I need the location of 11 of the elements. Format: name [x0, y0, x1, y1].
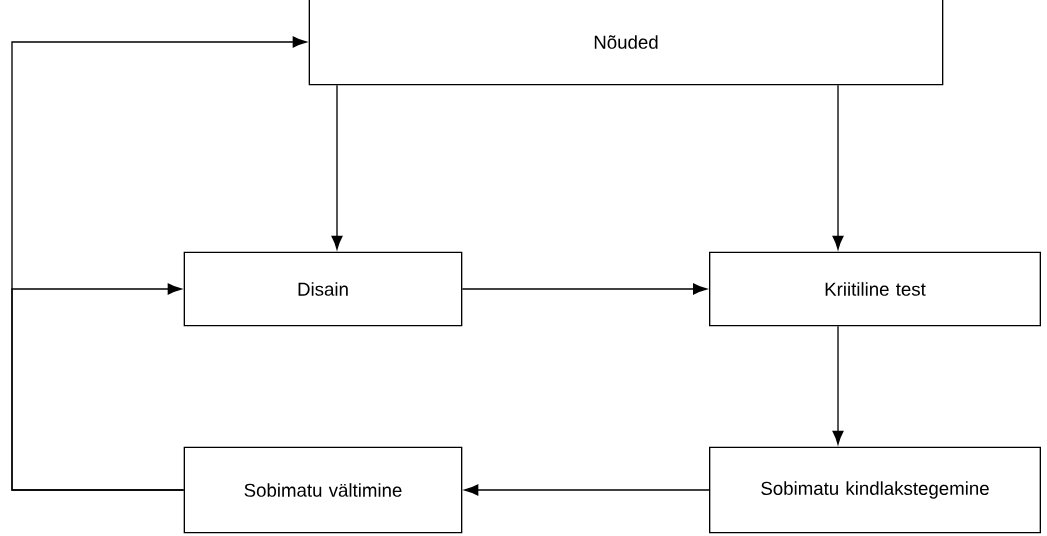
arrow: [331, 84, 343, 250]
process-box: Sobimatu vältimine: [183, 446, 463, 534]
arrow: [461, 283, 707, 295]
process-box: Kriitiline test: [709, 251, 1041, 327]
process-box: Sobimatu kindlakstegemine: [709, 446, 1041, 534]
arrow: [11, 283, 185, 491]
arrow: [832, 84, 844, 250]
process-box: Nõuded: [308, 0, 944, 86]
arrow: [464, 484, 710, 496]
process-box: Disain: [183, 251, 463, 327]
arrow: [832, 325, 844, 445]
